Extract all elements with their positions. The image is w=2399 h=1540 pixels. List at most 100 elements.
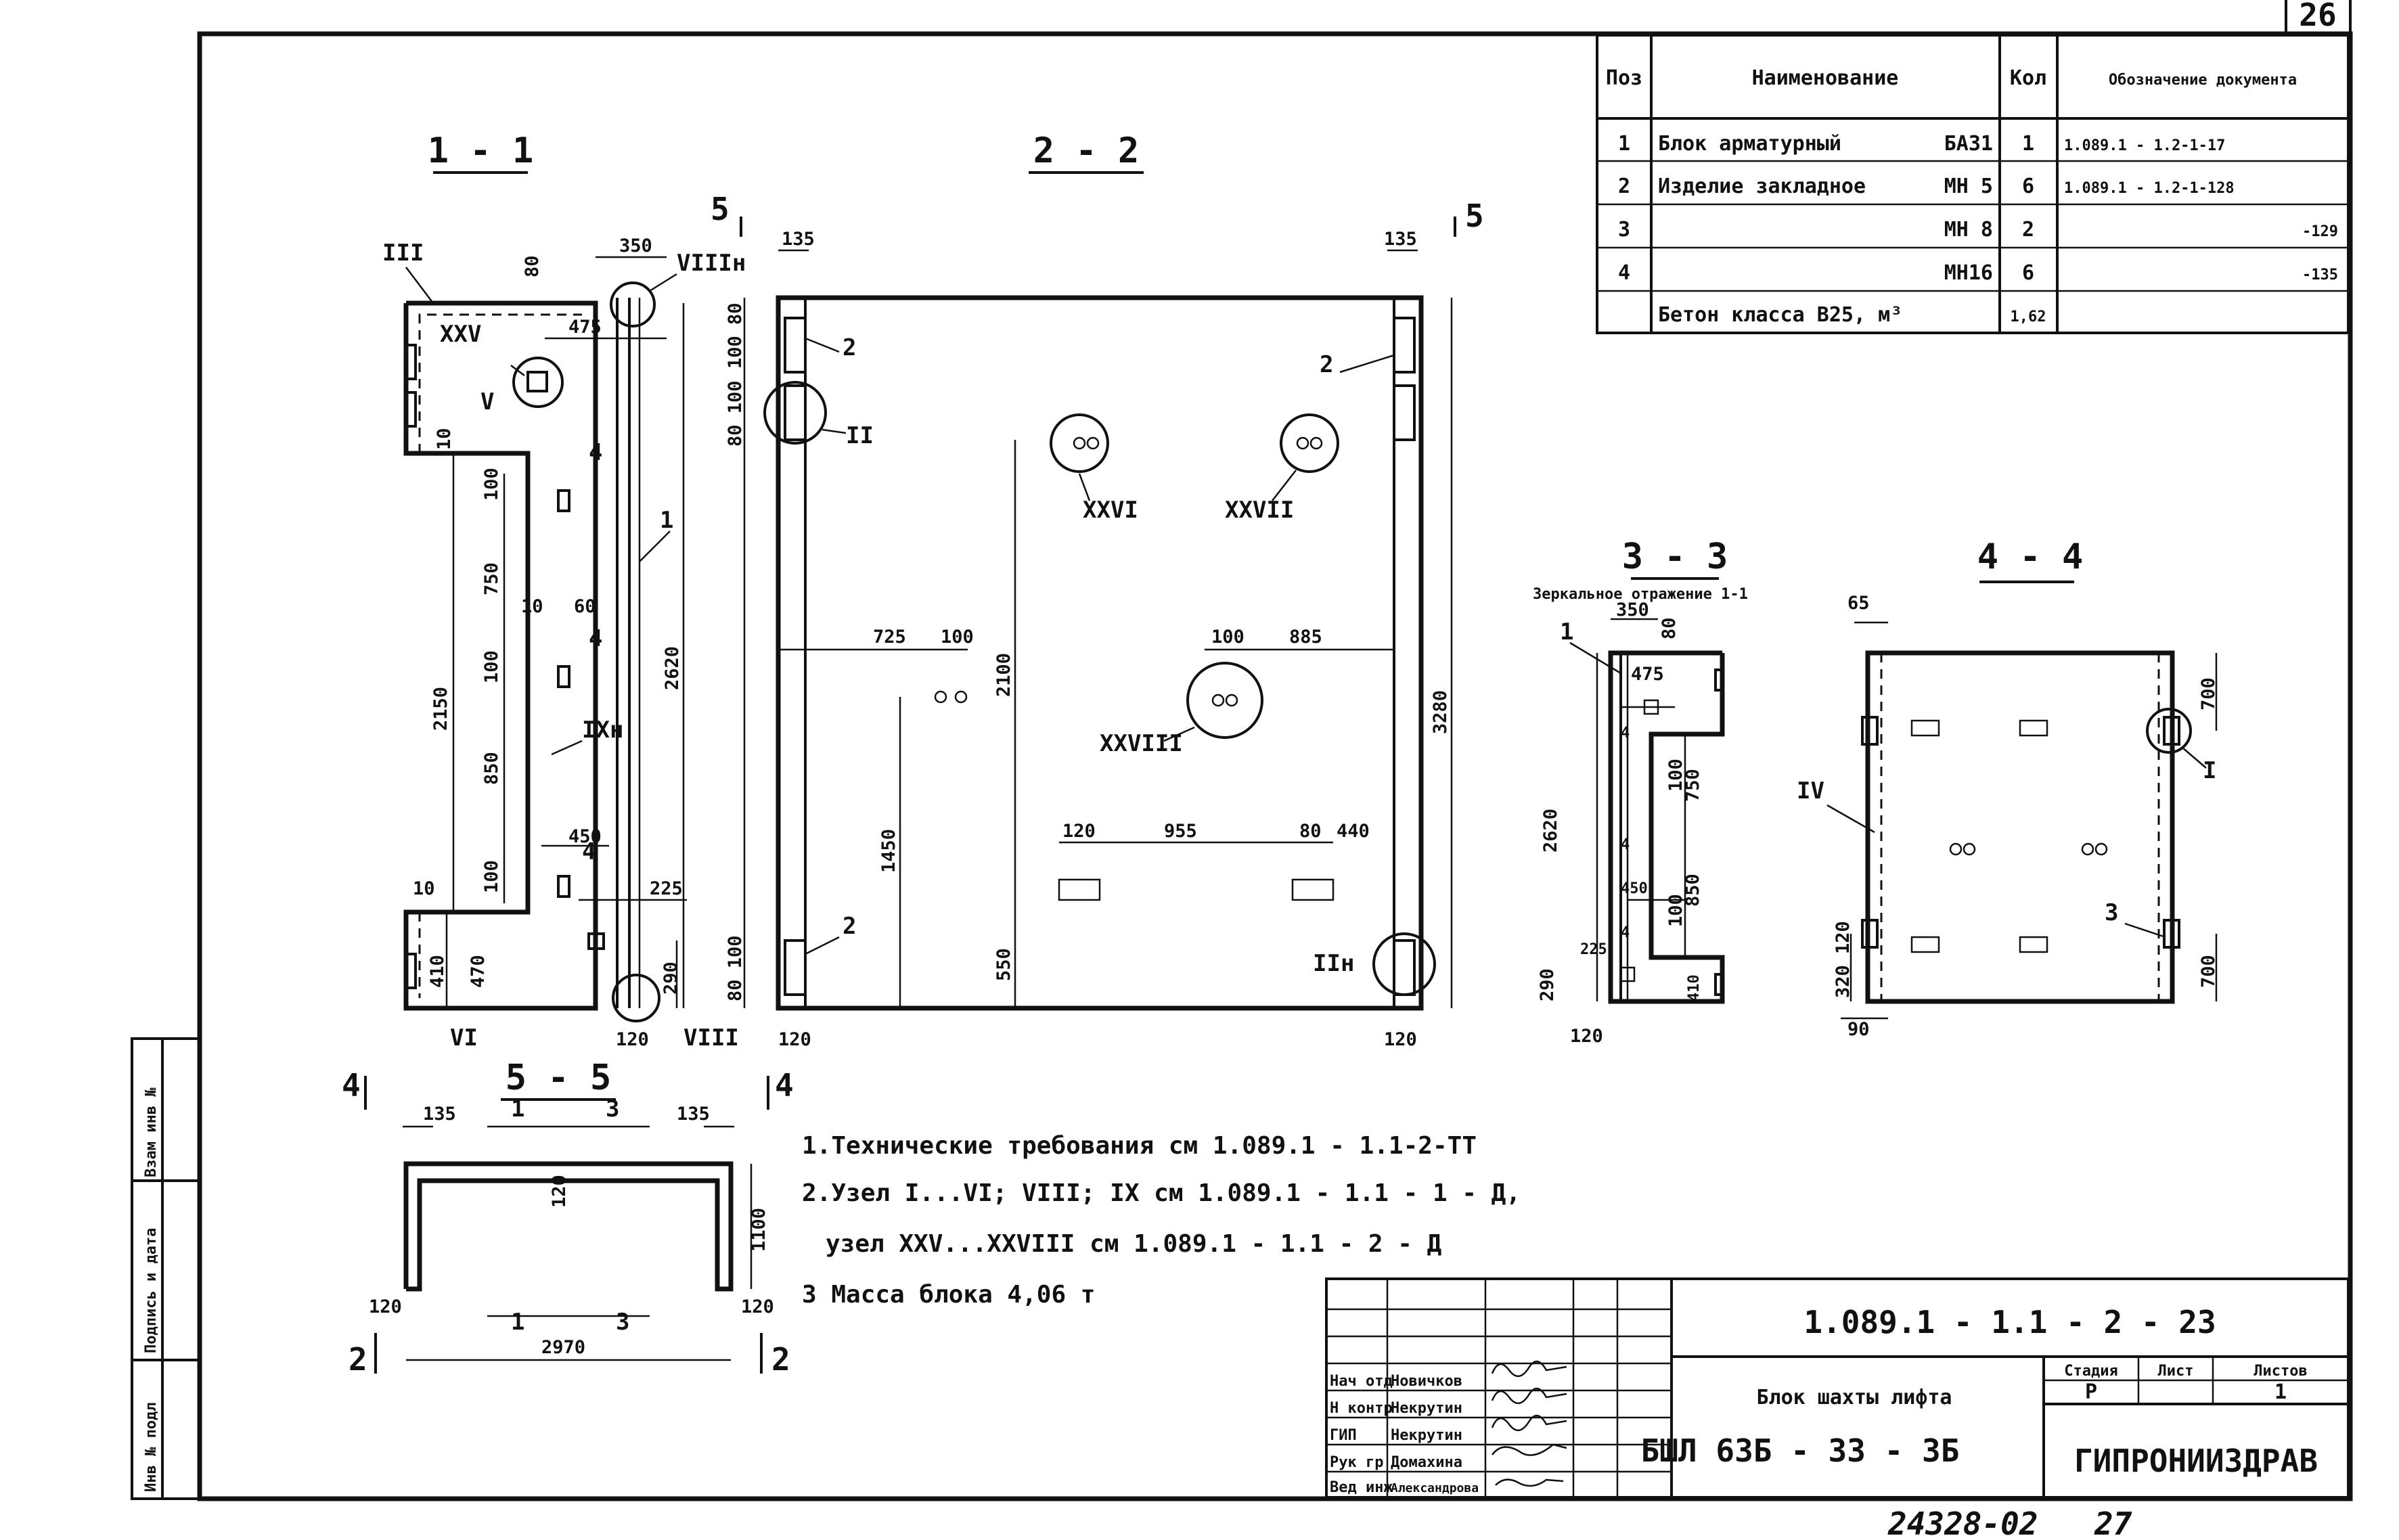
dim: 3280 (1430, 690, 1451, 734)
note-2: 2.Узел I...VI; VIII; IX см 1.089.1 - 1.1… (802, 1179, 1521, 1207)
role: ГИП (1330, 1427, 1357, 1444)
dim: 100 (941, 627, 974, 648)
role: Вед инж (1330, 1479, 1393, 1496)
section-3-3: 3 - 3 Зеркальное отражение 1-1 350 80 47… (1533, 537, 1748, 1047)
role: Нач отд (1330, 1373, 1393, 1390)
drawing-mark: БШЛ 63Б - 33 - 3Б (1641, 1432, 1960, 1469)
dim: 290 (660, 961, 681, 995)
node-label: II (846, 422, 874, 449)
dim: 80 100 (725, 935, 746, 1001)
node-label: VIII (683, 1024, 739, 1051)
spec-cell: -135 (2302, 267, 2338, 284)
position-label: 4 (1621, 836, 1630, 853)
signer: Новичков (1391, 1373, 1462, 1390)
dim: 725 (873, 627, 906, 648)
dim: 350 (619, 235, 652, 256)
dim: 350 (1616, 599, 1649, 620)
dim: 750 (481, 562, 502, 595)
spec-cell: Бетон класса В25, м³ (1658, 303, 1902, 327)
note-3: 3 Масса блока 4,06 т (802, 1281, 1095, 1309)
spec-cell: 2 (2022, 218, 2034, 242)
spec-cell: МН16 (1944, 261, 1993, 285)
spec-cell: БА31 (1944, 132, 1993, 156)
role: Рук гр (1330, 1454, 1383, 1471)
page-number: 26 (2299, 0, 2336, 33)
dim: 955 (1164, 821, 1197, 842)
dim: 65 (1847, 593, 1870, 614)
spec-cell: Изделие закладное (1658, 175, 1866, 198)
dim: 700 (2198, 677, 2219, 710)
node-label: V (480, 388, 494, 415)
footer-number: 24328-02 (1887, 1505, 2038, 1537)
dim: 410 (427, 955, 448, 988)
dim: 225 (650, 878, 683, 899)
dim: 885 (1289, 627, 1322, 648)
signature-mark (1491, 1415, 1567, 1431)
dim: 410 (1686, 974, 1703, 1001)
spec-cell: -129 (2302, 223, 2338, 240)
signature-mark (1492, 1443, 1567, 1456)
spec-cell: МН 8 (1944, 218, 1993, 242)
footer-right: 27 (2094, 1505, 2132, 1537)
signature-mark (1491, 1388, 1567, 1404)
side-stamp-a: Взам инв № (143, 1087, 160, 1177)
sheets-header: Листов (2254, 1363, 2307, 1380)
dim: 120 (1384, 1029, 1417, 1050)
node-label: XXVII (1225, 497, 1294, 524)
node-label: XXVI (1083, 497, 1138, 524)
dim: 450 (568, 826, 602, 847)
spec-cell: Блок арматурный (1658, 132, 1841, 156)
node-label: IXн (582, 717, 623, 744)
dim: 120 (549, 1175, 570, 1208)
dim: 135 (423, 1104, 456, 1125)
section-title-3-3: 3 - 3 (1622, 537, 1728, 577)
dim: 80 (1659, 617, 1680, 639)
spec-cell: 2 (1618, 175, 1630, 198)
doc-code: 1.089.1 - 1.1 - 2 - 23 (1803, 1304, 2216, 1340)
dim: 120 (616, 1029, 649, 1050)
spec-cell: 6 (2022, 175, 2034, 198)
position-label: 4 (1621, 725, 1630, 742)
role: Н контр (1330, 1400, 1393, 1417)
position-label: 1 (1560, 618, 1573, 646)
dim: 1100 (748, 1208, 769, 1252)
dim: 80 (1299, 821, 1322, 842)
dim: 100 (1665, 894, 1686, 927)
cut-mark-5: 5 (711, 191, 730, 227)
side-stamp-b: Подпись и дата (143, 1228, 160, 1353)
drawing-title: Блок шахты лифта (1757, 1386, 1952, 1409)
cut-mark-4: 4 (775, 1067, 794, 1104)
position-label: 4 (589, 439, 602, 466)
node-label: III (382, 240, 424, 267)
section-title-1-1: 1 - 1 (428, 131, 534, 171)
organization: ГИПРОНИИЗДРАВ (2074, 1443, 2318, 1479)
sheet-header: Лист (2158, 1363, 2194, 1380)
dim: 475 (1631, 664, 1664, 685)
dim: 120 (1062, 821, 1096, 842)
dim: 100 80 (725, 302, 746, 369)
dim: 60 (574, 596, 596, 617)
section-title-4-4: 4 - 4 (1977, 537, 2084, 577)
spec-cell: 1 (2022, 132, 2034, 156)
node-label: XXVIII (1100, 730, 1183, 757)
dim: 80 (522, 255, 543, 277)
signature-mark (1495, 1478, 1564, 1487)
dim: 135 (1384, 229, 1417, 250)
dim: 2150 (430, 687, 451, 731)
dim: 1450 (878, 829, 899, 873)
position-label: 4 (1621, 924, 1630, 941)
notes: 1.Технические требования см 1.089.1 - 1.… (802, 1132, 1521, 1309)
stage-value: Р (2085, 1380, 2097, 1404)
spec-cell: 1 (1618, 132, 1630, 156)
dim: 2100 (993, 653, 1014, 697)
dim: 225 (1580, 941, 1607, 958)
dim: 100 (1665, 758, 1686, 792)
dim: 10 (413, 878, 435, 899)
section-title-2-2: 2 - 2 (1033, 131, 1140, 171)
dim: 120 (778, 1029, 811, 1050)
title-block: 1.089.1 - 1.1 - 2 - 23 Блок шахты лифта … (1325, 1277, 2350, 1499)
cut-mark-2: 2 (771, 1341, 790, 1378)
stage-header: Стадия (2064, 1363, 2117, 1380)
position-label: 2 (843, 913, 856, 940)
